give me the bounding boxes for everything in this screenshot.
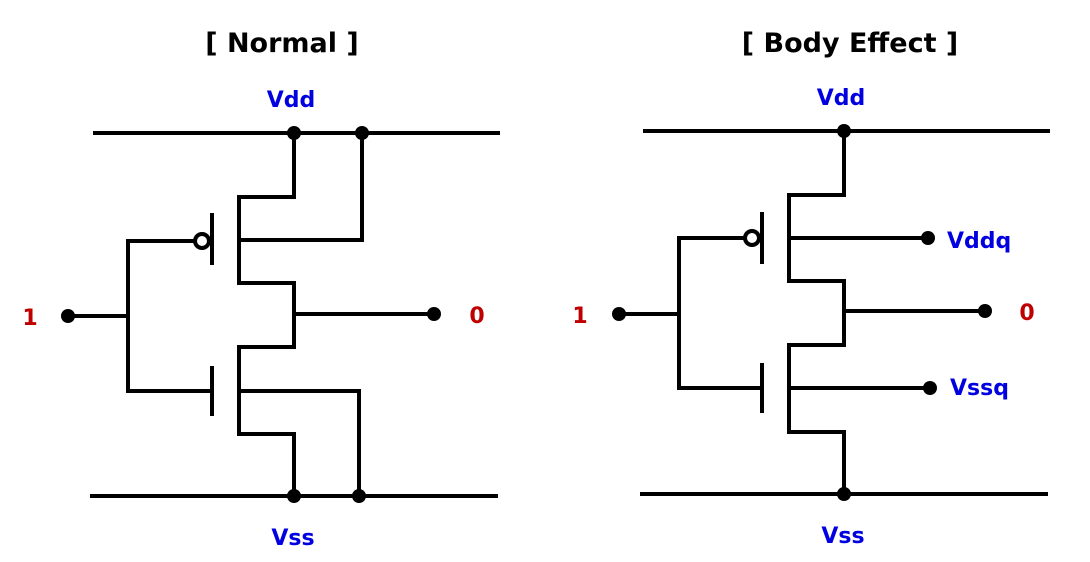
- body-effect-pmos-bubble: [743, 229, 761, 247]
- body-effect-output-label: 0: [1019, 301, 1034, 326]
- normal-vdd-label: Vdd: [267, 88, 316, 113]
- normal-vss-junction-source: [287, 489, 301, 503]
- body-effect-vssq-label: Vssq: [950, 376, 1009, 401]
- body-effect-vdd-label: Vdd: [817, 86, 866, 111]
- normal-nmos-body: [237, 389, 361, 498]
- normal-pmos-body: [237, 131, 364, 242]
- normal-nmos-source: [237, 432, 296, 498]
- normal-pmos-source: [237, 131, 296, 199]
- normal-output-terminal: [427, 307, 441, 321]
- body-effect-nmos-source: [787, 430, 846, 496]
- body-effect-pmos-drain: [787, 279, 846, 347]
- normal-pmos-drain: [237, 281, 296, 349]
- body-effect-vdd-junction: [837, 124, 851, 138]
- normal-vss-label: Vss: [271, 526, 314, 551]
- normal-output-label: 0: [469, 304, 484, 329]
- body-effect-vssq-terminal: [923, 381, 937, 395]
- body-effect-vss-label: Vss: [821, 524, 864, 549]
- normal-pmos: [193, 131, 364, 349]
- normal-vss-junction-body: [352, 489, 366, 503]
- body-effect-input-label: 1: [572, 304, 587, 329]
- body-effect-inverter: [ Body Effect ] Vdd Vss 1 0 Vddq Vssq: [572, 28, 1050, 549]
- normal-title: [ Normal ]: [205, 28, 359, 59]
- body-effect-pmos: [743, 129, 930, 347]
- normal-pmos-bubble: [193, 232, 211, 250]
- body-effect-vss-junction: [837, 487, 851, 501]
- body-effect-nmos: [760, 343, 932, 496]
- body-effect-vddq-terminal: [921, 231, 935, 245]
- body-effect-gate-wire: [677, 236, 764, 390]
- normal-input-terminal: [61, 309, 75, 323]
- normal-input-label: 1: [22, 306, 37, 331]
- body-effect-vddq-label: Vddq: [947, 229, 1011, 254]
- normal-inverter: [ Normal ] Vdd Vss 1 0: [22, 28, 500, 551]
- body-effect-title: [ Body Effect ]: [742, 28, 958, 59]
- normal-vdd-junction-body: [355, 126, 369, 140]
- body-effect-pmos-source: [787, 129, 846, 197]
- body-effect-input-terminal: [612, 307, 626, 321]
- normal-gate-wire: [126, 239, 214, 393]
- normal-vdd-junction-source: [287, 126, 301, 140]
- normal-nmos: [210, 345, 361, 498]
- body-effect-output-terminal: [978, 304, 992, 318]
